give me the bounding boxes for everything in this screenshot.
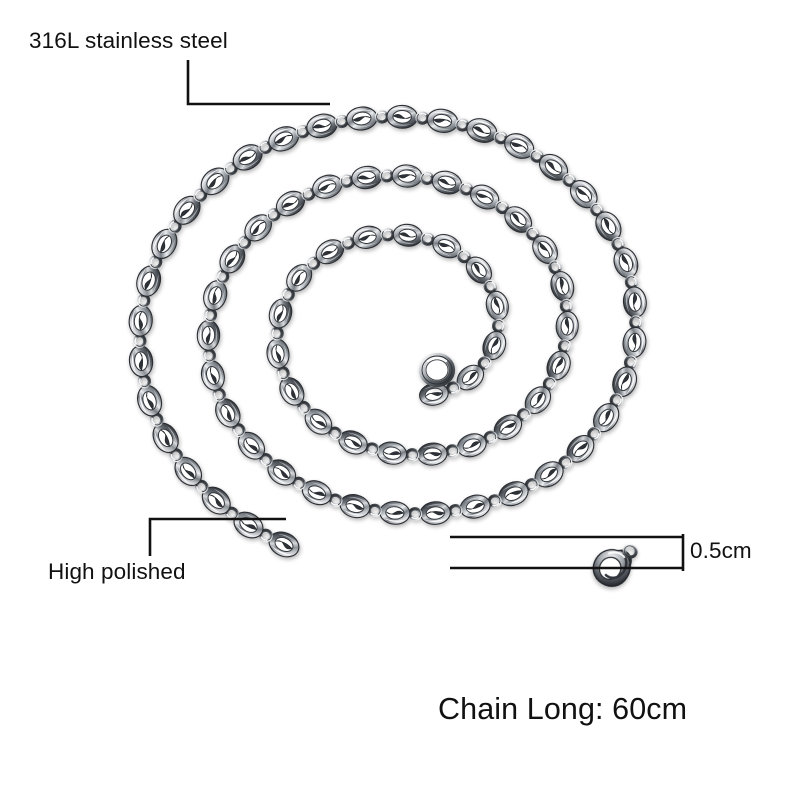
chain-connector-ring: [338, 173, 355, 189]
chain-bean-link: [418, 500, 452, 526]
chain-bean-link: [168, 451, 208, 492]
chain-bean-link: [391, 222, 424, 249]
chain-connector-ring: [374, 110, 390, 124]
chain-bean-link: [564, 174, 604, 214]
label-material: 316L stainless steel: [29, 28, 228, 53]
chain-bean-link: [561, 429, 600, 469]
chain-bean-link: [127, 344, 155, 379]
chain-connector-ring: [202, 307, 218, 323]
chain-bean-link: [265, 295, 296, 332]
chain-connector-ring: [414, 110, 430, 126]
chain-bean-link: [303, 110, 341, 142]
chain-connector-ring: [444, 443, 461, 459]
chain-bean-link: [429, 167, 465, 198]
chain-connector-ring: [270, 326, 285, 341]
label-width: 0.5cm: [690, 538, 752, 563]
chain-bean-link: [499, 200, 538, 239]
chain-bean-link: [483, 288, 512, 323]
chain-bean-link: [196, 481, 237, 521]
chain-bean-link: [133, 381, 166, 420]
chain-connector-ring: [629, 315, 643, 330]
chain-bean-link: [609, 244, 643, 282]
chain-bean-link: [196, 319, 221, 352]
chain-bean-link: [378, 499, 412, 526]
chain-connector-ring: [559, 298, 574, 314]
chain-connector-ring: [491, 318, 506, 334]
chain-connector-ring: [133, 333, 147, 349]
chain-bean-link: [350, 223, 385, 252]
chain-bean-link: [199, 277, 231, 314]
chain-bean-link: [375, 439, 409, 467]
chain-bean-link: [239, 208, 278, 247]
chain-connector-ring: [407, 507, 423, 521]
chain-bean-link: [620, 325, 649, 360]
chain-bean-link: [167, 190, 207, 231]
chain-bean-link: [337, 490, 373, 522]
chain-bean-link: [424, 106, 461, 136]
chain-connector-ring: [333, 113, 350, 130]
chain-bean-link: [390, 163, 424, 189]
chain-bean-link: [386, 104, 419, 130]
chain-connector-ring: [202, 347, 217, 364]
chain-connector-ring: [419, 170, 435, 186]
chain-connector-ring: [405, 448, 420, 462]
chain-bean-link: [344, 104, 379, 133]
chain-bean-link: [232, 426, 271, 465]
chain-connector-ring: [366, 502, 383, 518]
chain-bean-link: [416, 441, 449, 467]
chain-connector-ring: [379, 168, 394, 183]
chain-bean-link: [127, 303, 155, 338]
chain-bean-link: [621, 285, 649, 319]
chain-bean-link: [453, 429, 490, 462]
chain-connector-ring: [447, 503, 464, 519]
chain-bean-link: [309, 170, 346, 203]
chain-bean-link: [554, 310, 580, 342]
chain-bean-link: [463, 114, 501, 147]
chain-connector-ring: [380, 227, 395, 242]
lobster-clasp: [592, 544, 638, 587]
chain-bean-link: [547, 268, 578, 304]
label-chain-length: Chain Long: 60cm: [438, 692, 688, 726]
chain-connector-ring: [556, 338, 573, 355]
chain-bean-link: [264, 337, 292, 371]
end-jump-ring: [418, 352, 456, 388]
chain-bean-link: [132, 262, 165, 300]
chain-bean-link: [197, 357, 228, 394]
chain-bean-link: [349, 163, 384, 191]
label-polish: High polished: [48, 559, 186, 584]
chain-links-group: [127, 104, 649, 563]
chain-bean-link: [195, 162, 235, 201]
chain-bean-link: [457, 491, 494, 522]
